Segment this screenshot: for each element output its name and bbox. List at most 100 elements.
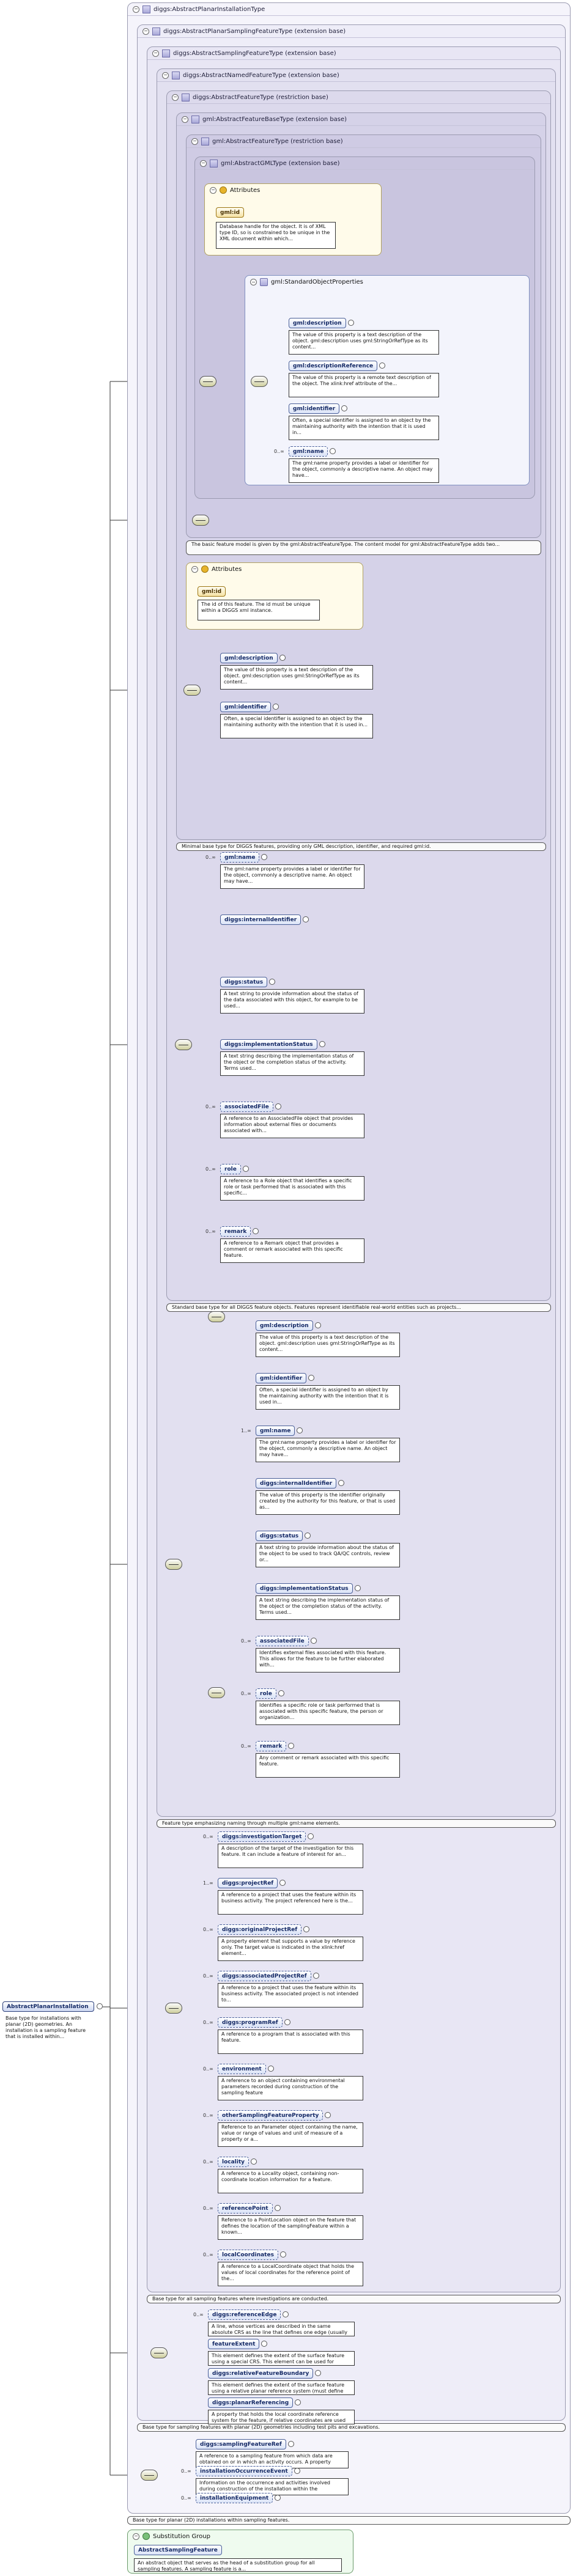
sequence-compositor[interactable] <box>199 376 216 387</box>
element-box[interactable]: featureExtent <box>208 2339 260 2349</box>
expand-link-icon[interactable] <box>261 854 267 860</box>
element-box[interactable]: diggs:programRef <box>218 2017 283 2028</box>
element-box[interactable]: diggs:referenceEdge <box>208 2309 281 2320</box>
element-box[interactable]: installationOccurrenceEvent <box>196 2466 292 2476</box>
element-box[interactable]: associatedFile <box>220 1102 273 1112</box>
collapse-toggle-icon[interactable]: − <box>182 116 188 123</box>
expand-link-icon[interactable] <box>288 2441 294 2447</box>
expand-link-icon[interactable] <box>303 916 309 922</box>
sequence-compositor[interactable] <box>165 2003 182 2014</box>
expand-link-icon[interactable] <box>325 2112 331 2118</box>
element-box[interactable]: gml:description <box>256 1320 313 1331</box>
expand-link-icon[interactable] <box>355 1585 361 1591</box>
collapse-toggle-icon[interactable]: − <box>200 160 207 167</box>
expand-link-icon[interactable] <box>275 2495 281 2501</box>
element-box[interactable]: locality <box>218 2157 250 2167</box>
element-box[interactable]: diggs:projectRef <box>218 1878 278 1888</box>
gml-id-attribute[interactable]: gml:id <box>198 586 226 597</box>
collapse-toggle-icon[interactable]: − <box>133 6 139 13</box>
element-box[interactable]: gml:identifier <box>256 1373 307 1383</box>
element-box[interactable]: gml:name <box>256 1426 295 1436</box>
element-box[interactable]: role <box>256 1688 276 1699</box>
expand-link-icon[interactable] <box>279 1880 286 1886</box>
expand-link-icon[interactable] <box>305 1533 311 1539</box>
element-box[interactable]: gml:descriptionReference <box>289 361 378 371</box>
expand-link-icon[interactable] <box>288 1743 294 1749</box>
expand-link-icon[interactable] <box>261 2341 267 2347</box>
element-box[interactable]: referencePoint <box>218 2203 273 2214</box>
element-box[interactable]: diggs:status <box>256 1531 303 1541</box>
element-box[interactable]: diggs:implementationStatus <box>256 1583 353 1594</box>
expand-link-icon[interactable] <box>308 1833 314 1839</box>
sequence-compositor[interactable] <box>175 1039 192 1050</box>
collapse-toggle-icon[interactable]: − <box>250 279 257 285</box>
element-box[interactable]: otherSamplingFeatureProperty <box>218 2110 323 2121</box>
expand-link-icon[interactable] <box>348 320 354 326</box>
expand-link-icon[interactable] <box>338 1480 344 1486</box>
element-box[interactable]: diggs:samplingFeatureRef <box>196 2439 286 2449</box>
expand-link-icon[interactable] <box>280 2251 286 2258</box>
element-box[interactable]: installationEquipment <box>196 2493 273 2503</box>
sequence-compositor[interactable] <box>141 2470 158 2481</box>
element-box[interactable]: localCoordinates <box>218 2250 278 2260</box>
expand-link-icon[interactable] <box>308 1375 314 1381</box>
expand-link-icon[interactable] <box>275 2205 281 2211</box>
sequence-compositor[interactable] <box>165 1559 182 1570</box>
expand-link-icon[interactable] <box>303 1926 309 1932</box>
element-box[interactable]: gml:description <box>220 653 278 663</box>
element-box[interactable]: gml:name <box>289 446 328 457</box>
element-box[interactable]: diggs:relativeFeatureBoundary <box>208 2368 314 2379</box>
collapse-toggle-icon[interactable]: − <box>162 72 169 79</box>
element-box[interactable]: gml:name <box>220 852 260 863</box>
expand-link-icon[interactable] <box>243 1166 249 1172</box>
expand-link-icon[interactable] <box>279 655 286 661</box>
element-box[interactable]: diggs:planarReferencing <box>208 2398 294 2408</box>
element-box[interactable]: diggs:associatedProjectRef <box>218 1971 311 1981</box>
abstract-sampling-feature-element[interactable]: AbstractSamplingFeature <box>134 2545 222 2555</box>
element-box[interactable]: environment <box>218 2064 266 2074</box>
expand-link-icon[interactable] <box>341 405 347 411</box>
root-link-icon[interactable] <box>97 2003 103 2009</box>
expand-link-icon[interactable] <box>269 979 275 985</box>
element-box[interactable]: role <box>220 1164 241 1174</box>
element-box[interactable]: remark <box>220 1226 251 1237</box>
element-box[interactable]: remark <box>256 1741 287 1751</box>
expand-link-icon[interactable] <box>275 1103 281 1110</box>
expand-link-icon[interactable] <box>294 2468 300 2474</box>
collapse-toggle-icon[interactable]: − <box>210 186 216 194</box>
element-box[interactable]: diggs:implementationStatus <box>220 1039 317 1050</box>
expand-link-icon[interactable] <box>251 2158 257 2165</box>
expand-link-icon[interactable] <box>313 1973 319 1979</box>
root-element-box[interactable]: AbstractPlanarInstallation <box>2 2001 94 2012</box>
element-box[interactable]: diggs:status <box>220 977 268 987</box>
expand-link-icon[interactable] <box>278 1690 284 1696</box>
element-box[interactable]: diggs:internalIdentifier <box>256 1478 337 1489</box>
element-box[interactable]: associatedFile <box>256 1636 309 1646</box>
expand-link-icon[interactable] <box>315 2370 321 2376</box>
expand-link-icon[interactable] <box>273 704 279 710</box>
element-box[interactable]: gml:identifier <box>220 702 272 712</box>
element-box[interactable]: diggs:internalIdentifier <box>220 914 301 925</box>
expand-link-icon[interactable] <box>330 448 336 454</box>
expand-link-icon[interactable] <box>319 1041 325 1047</box>
gml-id-attribute[interactable]: gml:id <box>216 207 245 218</box>
collapse-toggle-icon[interactable]: − <box>172 94 179 101</box>
expand-link-icon[interactable] <box>297 1427 303 1433</box>
expand-link-icon[interactable] <box>379 362 385 369</box>
expand-link-icon[interactable] <box>283 2311 289 2317</box>
element-box[interactable]: diggs:investigationTarget <box>218 1831 306 1842</box>
collapse-toggle-icon[interactable]: − <box>152 50 159 57</box>
expand-link-icon[interactable] <box>284 2019 290 2025</box>
expand-link-icon[interactable] <box>268 2066 274 2072</box>
element-box[interactable]: gml:identifier <box>289 403 340 414</box>
collapse-toggle-icon[interactable]: − <box>133 2533 139 2540</box>
element-box[interactable]: diggs:originalProjectRef <box>218 1924 302 1935</box>
sequence-compositor[interactable] <box>192 515 209 526</box>
element-box[interactable]: gml:description <box>289 318 346 328</box>
expand-link-icon[interactable] <box>295 2399 301 2405</box>
expand-link-icon[interactable] <box>315 1322 321 1328</box>
expand-link-icon[interactable] <box>253 1228 259 1234</box>
choice-compositor[interactable] <box>208 1311 225 1322</box>
choice-compositor[interactable] <box>208 1687 225 1698</box>
collapse-toggle-icon[interactable]: − <box>191 565 198 573</box>
